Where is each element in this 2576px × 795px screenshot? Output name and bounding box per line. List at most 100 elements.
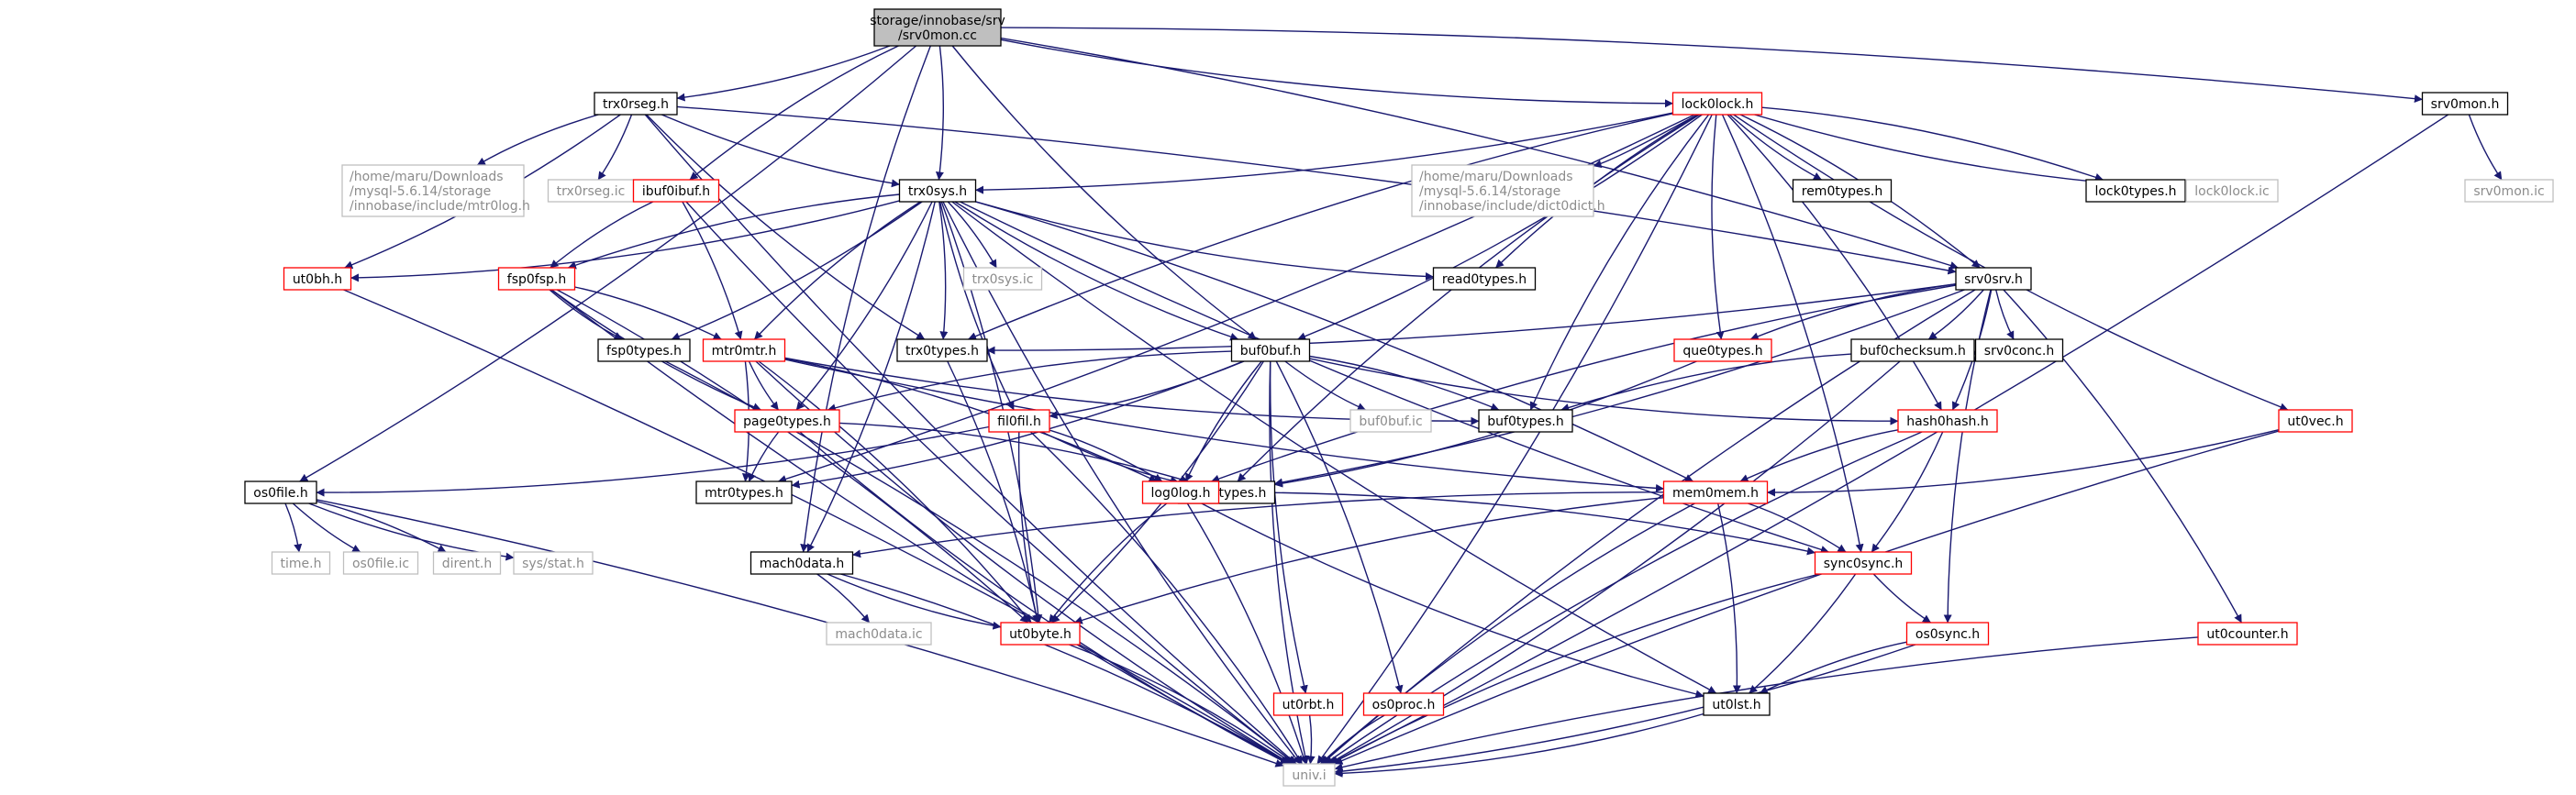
node-label: fil0fil.h <box>997 414 1041 429</box>
node-box <box>1850 338 1975 362</box>
edge-page0types_h-to-mtr0types_h <box>748 431 780 482</box>
edge-trx0sys_h-to-fsp0types_h <box>671 201 923 341</box>
node-lock0types-h[interactable]: lock0types.h <box>2085 179 2186 203</box>
node-box <box>1478 409 1573 433</box>
node-sys-stat-h[interactable]: sys/stat.h <box>513 551 594 575</box>
edge-root-to-os0file_h <box>299 45 917 482</box>
node-univ-i[interactable]: univ.i <box>1282 763 1336 787</box>
node-srv0conc-h[interactable]: srv0conc.h <box>1974 338 2064 362</box>
node-box <box>898 179 977 203</box>
node-label: os0sync.h <box>1915 627 1980 642</box>
node-mtr0mtr-h[interactable]: mtr0mtr.h <box>702 338 786 362</box>
node-label: mem0mem.h <box>1672 486 1759 501</box>
edge-buf0checksum_h-to-buf0types_h <box>1560 353 1852 412</box>
node-mach0data-h[interactable]: mach0data.h <box>749 551 854 575</box>
edge-buf0buf_h-to-os0proc_h <box>1275 360 1404 694</box>
node-fil0fil-h[interactable]: fil0fil.h <box>988 409 1050 433</box>
node-ut0vec-h[interactable]: ut0vec.h <box>2278 409 2353 433</box>
node-box <box>1362 692 1445 716</box>
node-mach0data-ic[interactable]: mach0data.ic <box>826 622 932 646</box>
nodes-layer: storage/innobase/srv/srv0mon.cc trx0rseg.… <box>244 8 2554 787</box>
node-box <box>1349 409 1432 433</box>
node-trx0types-h[interactable]: trx0types.h <box>896 338 988 362</box>
node-label: /innobase/include/dict0dict.h <box>1419 199 1605 214</box>
node-label: storage/innobase/srv <box>870 14 1005 28</box>
node-page0types-h[interactable]: page0types.h <box>734 409 840 433</box>
edge-srv0mon_h-to-univ_i <box>1330 114 2449 765</box>
edge-trx0sys_h-to-ut0byte_h <box>940 201 1043 624</box>
node-dirent-h[interactable]: dirent.h <box>432 551 502 575</box>
edge-mem0mem_h-to-sync0sync_h <box>1748 502 1847 553</box>
edge-ut0rbt_h-to-univ_i <box>1306 714 1316 765</box>
node-label: lock0types.h <box>2094 184 2176 199</box>
node-time-h[interactable]: time.h <box>271 551 331 575</box>
node-sync0sync-h[interactable]: sync0sync.h <box>1814 551 1913 575</box>
node-os0file-h[interactable]: os0file.h <box>244 480 317 504</box>
node-buf0checksum-h[interactable]: buf0checksum.h <box>1850 338 1975 362</box>
node-lock0lock-ic[interactable]: lock0lock.ic <box>2185 179 2279 203</box>
edge-log0log_h-to-univ_i <box>1186 502 1307 765</box>
edge-fil0fil_h-to-univ_i <box>1030 431 1303 765</box>
node-log0log-h[interactable]: log0log.h <box>1141 480 1220 504</box>
node-srv0mon-ic[interactable]: srv0mon.ic <box>2464 179 2554 203</box>
node-mtr0log-path[interactable]: /home/maru/Downloads/mysql-5.6.14/storag… <box>341 164 530 217</box>
node-trx0sys-h[interactable]: trx0sys.h <box>898 179 977 203</box>
node-label: /srv0mon.cc <box>898 28 977 43</box>
edge-log0log_h-to-ut0lst_h <box>1201 502 1704 699</box>
node-label: mtr0mtr.h <box>712 344 777 359</box>
edge-log0log_h-to-ut0byte_h <box>1048 502 1168 624</box>
edge-mem0mem_h-to-univ_i <box>1321 502 1695 765</box>
edge-mach0data_h-to-mach0data_ic <box>816 573 871 624</box>
edge-mem0mem_h-to-ut0lst_h <box>1717 502 1741 694</box>
node-mtr0types-h[interactable]: mtr0types.h <box>695 480 793 504</box>
node-buf0buf-ic[interactable]: buf0buf.ic <box>1349 409 1432 433</box>
node-box <box>702 338 786 362</box>
node-ut0counter-h[interactable]: ut0counter.h <box>2197 622 2298 646</box>
node-ut0bh-h[interactable]: ut0bh.h <box>283 267 352 291</box>
edge-trx0sys_h-to-mach0data_h <box>806 201 936 553</box>
node-ut0byte-h[interactable]: ut0byte.h <box>1000 622 1081 646</box>
node-buf0buf-h[interactable]: buf0buf.h <box>1230 338 1311 362</box>
node-label: page0types.h <box>743 414 831 429</box>
node-box <box>2085 179 2186 203</box>
node-trx0sys-ic[interactable]: trx0sys.ic <box>962 267 1043 291</box>
edge-lock0lock_h-to-que0types_h <box>1711 114 1725 340</box>
node-box <box>632 179 720 203</box>
edge-mtr0mtr_h-to-ut0byte_h <box>758 360 1032 624</box>
node-trx0rseg-h[interactable]: trx0rseg.h <box>594 92 678 116</box>
node-mem0mem-h[interactable]: mem0mem.h <box>1662 480 1769 504</box>
node-label: buf0checksum.h <box>1860 344 1966 359</box>
node-label: ut0bh.h <box>293 272 342 287</box>
edge-os0sync_h-to-univ_i <box>1334 644 1916 776</box>
node-fsp0fsp-h[interactable]: fsp0fsp.h <box>497 267 576 291</box>
node-ut0lst-h[interactable]: ut0lst.h <box>1703 692 1771 716</box>
node-label: srv0conc.h <box>1984 344 2054 359</box>
node-que0types-h[interactable]: que0types.h <box>1673 338 1772 362</box>
edge-hash0hash_h-to-sync0sync_h <box>1871 431 1944 553</box>
node-box <box>547 179 635 203</box>
node-box <box>1000 622 1081 646</box>
node-buf0types-h[interactable]: buf0types.h <box>1478 409 1573 433</box>
edge-sync0sync_h-to-univ_i <box>1329 573 1820 765</box>
node-trx0rseg-ic[interactable]: trx0rseg.ic <box>547 179 635 203</box>
node-box <box>283 267 352 291</box>
node-os0file-ic[interactable]: os0file.ic <box>342 551 419 575</box>
node-dict0dict-path[interactable]: /home/maru/Downloads/mysql-5.6.14/storag… <box>1411 164 1605 217</box>
node-lock0lock-h[interactable]: lock0lock.h <box>1671 92 1763 116</box>
node-read0types-h[interactable]: read0types.h <box>1432 267 1537 291</box>
node-rem0types-h[interactable]: rem0types.h <box>1792 179 1893 203</box>
node-hash0hash-h[interactable]: hash0hash.h <box>1897 409 1998 433</box>
node-fsp0types-h[interactable]: fsp0types.h <box>597 338 691 362</box>
node-srv0mon-h[interactable]: srv0mon.h <box>2421 92 2509 116</box>
edge-lock0lock_h-to-dict0dict_path <box>1593 114 1698 169</box>
edge-srv0srv_h-to-srv0conc_h <box>1995 289 2015 340</box>
node-os0sync-h[interactable]: os0sync.h <box>1905 622 1990 646</box>
edge-trx0sys_h-to-mtr0mtr_h <box>753 201 921 340</box>
edge-ut0bh_h-to-univ_i <box>343 289 1291 765</box>
node-os0proc-h[interactable]: os0proc.h <box>1362 692 1445 716</box>
node-ut0rbt-h[interactable]: ut0rbt.h <box>1272 692 1344 716</box>
edge-hash0hash_h-to-mem0mem_h <box>1739 429 1899 482</box>
node-label: /mysql-5.6.14/storage <box>350 184 491 199</box>
node-srv0srv-h[interactable]: srv0srv.h <box>1955 267 2032 291</box>
node-ibuf0ibuf-h[interactable]: ibuf0ibuf.h <box>632 179 720 203</box>
